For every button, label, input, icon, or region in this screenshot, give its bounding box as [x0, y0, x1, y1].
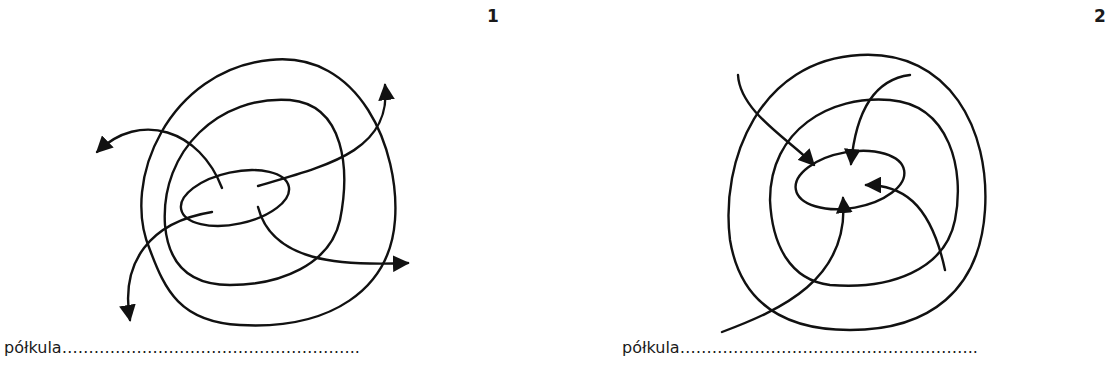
- isobar: [770, 100, 958, 286]
- isobar: [729, 55, 986, 330]
- isobar: [141, 59, 395, 325]
- wind-arrow: [128, 212, 212, 320]
- wind-arrow: [722, 198, 843, 332]
- figure-number: 1: [487, 6, 499, 26]
- wind-arrow: [258, 207, 408, 264]
- answer-line: półkula………………………………………………..: [622, 338, 978, 357]
- isobar: [176, 161, 294, 235]
- wind-arrow: [97, 130, 222, 188]
- figure-number: 2: [1094, 6, 1106, 26]
- answer-line: półkula………………………………………………..: [4, 338, 360, 357]
- isobar: [791, 143, 909, 217]
- wind-arrow: [851, 75, 910, 164]
- wind-arrow: [866, 185, 945, 270]
- wind-arrow: [258, 85, 386, 186]
- wind-arrow: [738, 75, 814, 165]
